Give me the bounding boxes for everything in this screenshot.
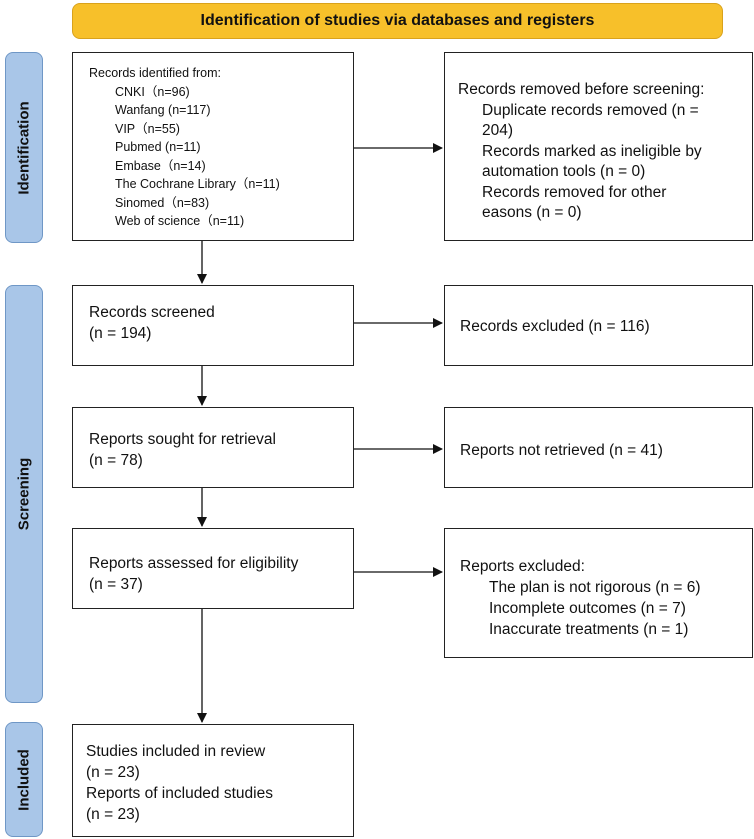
phase-included: Included [5,722,43,837]
source-embase: Embase（n=14) [115,158,206,173]
reports-excluded-box: Reports excluded: The plan is not rigoro… [444,528,753,658]
source-pubmed: Pubmed (n=11) [115,140,201,154]
reports-assessed-box: Reports assessed for eligibility (n = 37… [72,528,354,609]
reports-sought-count: (n = 78) [89,452,143,469]
source-web-of-science: Web of science（n=11) [115,214,245,228]
included-line: (n = 23) [86,806,140,823]
removed-line: Records marked as ineligible by [482,142,702,160]
reports-not-retrieved-label: Reports not retrieved (n = 41) [460,442,663,459]
source-cnki: CNKI（n=96) [115,84,190,99]
diagram-title-text: Identification of studies via databases … [200,12,595,29]
source-cochrane: The Cochrane Library（n=11) [115,177,280,191]
records-removed-heading: Records removed before screening: [458,81,705,98]
source-sinomed: Sinomed（n=83) [115,195,210,210]
reports-sought-box: Reports sought for retrieval (n = 78) [72,407,354,488]
removed-line: easons (n = 0) [482,204,582,221]
reports-sought-label: Reports sought for retrieval [89,431,276,448]
diagram-title: Identification of studies via databases … [72,3,723,39]
removed-line: Duplicate records removed (n = [482,101,699,119]
records-screened-box: Records screened (n = 194) [72,285,354,366]
exclusion-reason: The plan is not rigorous (n = 6) [489,579,701,596]
included-line: (n = 23) [86,764,140,781]
source-vip: VIP（n=55) [115,121,180,136]
included-line: Reports of included studies [86,785,273,802]
records-removed-box: Records removed before screening: Duplic… [444,52,753,241]
records-excluded-label: Records excluded (n = 116) [460,318,650,335]
records-screened-count: (n = 194) [89,325,152,342]
records-identified-box: Records identified from: CNKI（n=96) Wanf… [72,52,354,241]
source-wanfang: Wanfang (n=117) [115,103,211,117]
studies-included-box: Studies included in review (n = 23) Repo… [72,724,354,837]
phase-screening: Screening [5,285,43,703]
removed-line: 204) [482,122,514,139]
removed-line: automation tools (n = 0) [482,163,646,180]
records-screened-label: Records screened [89,304,215,321]
phase-identification: Identification [5,52,43,243]
reports-assessed-label: Reports assessed for eligibility [89,555,299,572]
reports-assessed-count: (n = 37) [89,576,143,593]
records-excluded-box: Records excluded (n = 116) [444,285,753,366]
exclusion-reason: Inaccurate treatments (n = 1) [489,621,689,638]
exclusion-reason: Incomplete outcomes (n = 7) [489,600,686,617]
reports-excluded-heading: Reports excluded: [460,558,585,575]
included-line: Studies included in review [86,743,266,760]
records-identified-heading: Records identified from: [89,66,222,80]
removed-line: Records removed for other [482,183,667,201]
reports-not-retrieved-box: Reports not retrieved (n = 41) [444,407,753,488]
